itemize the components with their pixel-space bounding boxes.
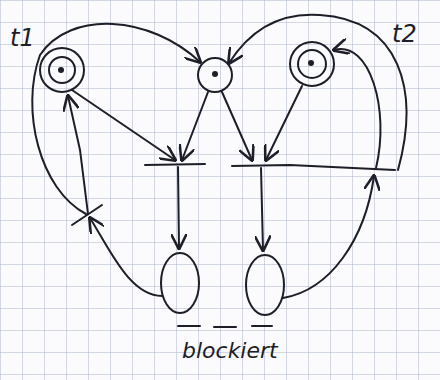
arc	[222, 92, 252, 160]
transition-bar	[232, 165, 395, 170]
dash	[252, 325, 272, 327]
arc	[182, 92, 208, 160]
token	[58, 67, 64, 73]
place-inner	[298, 50, 326, 78]
handwritten-label: blockiert	[182, 340, 278, 362]
dash	[178, 325, 200, 327]
handwritten-label: t2	[392, 22, 417, 46]
place-inner	[49, 57, 75, 83]
arc	[90, 218, 162, 296]
token	[308, 60, 314, 66]
arc	[178, 167, 179, 248]
arc	[334, 49, 380, 168]
place	[161, 253, 199, 313]
transition-bar	[145, 164, 205, 165]
arc	[68, 96, 88, 214]
dash	[214, 326, 236, 328]
arc	[261, 168, 263, 250]
place	[246, 255, 284, 315]
handwritten-label: t1	[10, 26, 35, 50]
arc	[32, 24, 200, 214]
arc	[283, 176, 374, 298]
arc	[229, 15, 406, 170]
arc	[72, 90, 175, 160]
place	[290, 42, 334, 86]
place	[198, 58, 232, 92]
place	[40, 48, 84, 92]
arc	[266, 86, 302, 160]
token	[212, 71, 218, 77]
